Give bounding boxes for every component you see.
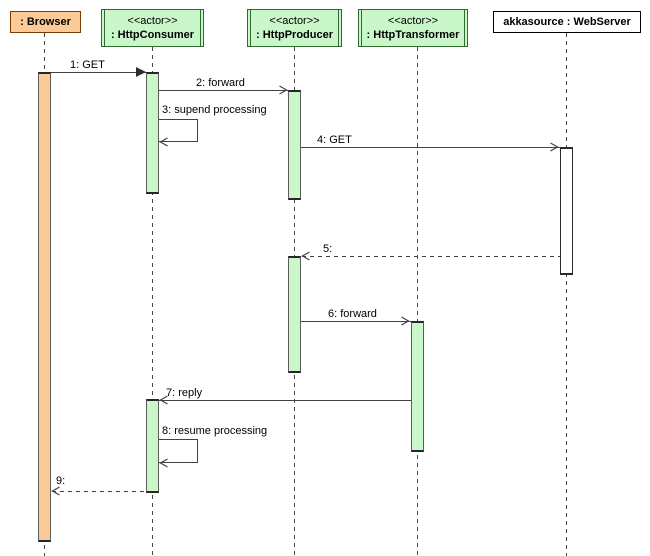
filled-arrowhead-icon xyxy=(136,67,146,77)
message-6-label: 6: forward xyxy=(328,308,377,320)
message-7-line xyxy=(159,400,411,401)
lifeline-httptransformer xyxy=(417,47,418,556)
activation-httpproducer-2 xyxy=(288,256,301,373)
message-4-line xyxy=(301,147,560,148)
participant-box-browser: : Browser xyxy=(10,11,81,33)
participant-box-httpproducer: <<actor>> : HttpProducer xyxy=(247,9,342,47)
message-9-label: 9: xyxy=(56,475,66,487)
message-7-label: 7: reply xyxy=(166,387,203,399)
lifeline-webserver xyxy=(566,33,567,556)
open-arrowhead-icon xyxy=(301,251,311,261)
message-3-label: 3: supend processing xyxy=(162,104,267,116)
participant-box-webserver: akkasource : WebServer xyxy=(493,11,641,33)
participant-name: : HttpProducer xyxy=(256,29,333,41)
open-arrowhead-icon xyxy=(278,85,288,95)
participant-name: : HttpConsumer xyxy=(110,29,195,41)
participant-stereotype: <<actor>> xyxy=(269,15,320,27)
activation-browser xyxy=(38,72,51,542)
message-5-label: 5: xyxy=(323,243,333,255)
open-arrowhead-icon xyxy=(400,316,410,326)
participant-box-httpconsumer: <<actor>> : HttpConsumer xyxy=(101,9,204,47)
activation-httptransformer xyxy=(411,321,424,452)
activation-httpconsumer-2 xyxy=(146,399,159,493)
message-6-line xyxy=(301,321,411,322)
open-arrowhead-icon xyxy=(159,395,169,405)
participant-name: akkasource : WebServer xyxy=(503,16,631,28)
lifeline-httpconsumer xyxy=(152,47,153,556)
participant-stereotype: <<actor>> xyxy=(387,15,439,27)
message-9-line xyxy=(52,491,146,492)
activation-webserver xyxy=(560,147,573,275)
participant-name: : Browser xyxy=(20,16,71,28)
message-2-label: 2: forward xyxy=(196,77,245,89)
message-4-label: 4: GET xyxy=(317,134,352,146)
message-2-line xyxy=(159,90,288,91)
message-5-line xyxy=(302,256,560,257)
activation-httpconsumer-1 xyxy=(146,72,159,194)
open-arrowhead-icon xyxy=(159,458,169,468)
message-1-label: 1: GET xyxy=(70,59,105,71)
activation-httpproducer-1 xyxy=(288,90,301,200)
open-arrowhead-icon xyxy=(159,137,169,147)
open-arrowhead-icon xyxy=(549,142,559,152)
message-3-self-loop xyxy=(159,119,198,142)
message-8-self-loop xyxy=(159,439,198,463)
message-8-label: 8: resume processing xyxy=(162,425,268,437)
message-1-line xyxy=(51,72,146,73)
participant-name: : HttpTransformer xyxy=(366,29,460,41)
participant-box-httptransformer: <<actor>> : HttpTransformer xyxy=(358,9,468,47)
participant-stereotype: <<actor>> xyxy=(127,15,178,27)
open-arrowhead-icon xyxy=(51,486,61,496)
